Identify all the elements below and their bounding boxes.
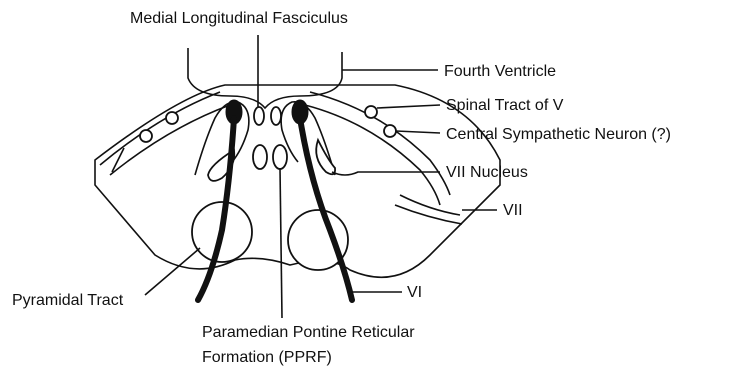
label-vii-nucleus: VII Nucleus [446, 164, 528, 181]
right-central-sympathetic [384, 125, 396, 137]
central-sympathetic-leader [396, 131, 440, 133]
label-pprf-line2: Formation (PPRF) [202, 349, 332, 366]
right-spinal-tract-v [365, 106, 377, 118]
label-mlf: Medial Longitudinal Fasciculus [130, 10, 348, 27]
label-fourth-ventricle: Fourth Ventricle [444, 63, 556, 80]
vii-nerve-inner [395, 205, 462, 224]
left-pprf [253, 145, 267, 169]
right-pprf [273, 145, 287, 169]
right-mlf [271, 107, 281, 125]
vii-nerve [400, 195, 460, 215]
label-spinal-tract-v: Spinal Tract of V [446, 97, 564, 114]
pyramidal-tract-leader [145, 248, 200, 295]
label-vi: VI [407, 284, 422, 301]
fourth-ventricle-outline [188, 48, 342, 108]
label-vii: VII [503, 202, 523, 219]
label-pyramidal-tract: Pyramidal Tract [12, 292, 124, 309]
left-central-sympathetic [140, 130, 152, 142]
left-spinal-tract-v [166, 112, 178, 124]
label-pprf-line1: Paramedian Pontine Reticular [202, 324, 415, 341]
pprf-leader [280, 168, 282, 318]
left-mlf [254, 107, 264, 125]
spinal-tract-v-leader [377, 105, 440, 108]
label-central-sympathetic: Central Sympathetic Neuron (?) [446, 126, 671, 143]
